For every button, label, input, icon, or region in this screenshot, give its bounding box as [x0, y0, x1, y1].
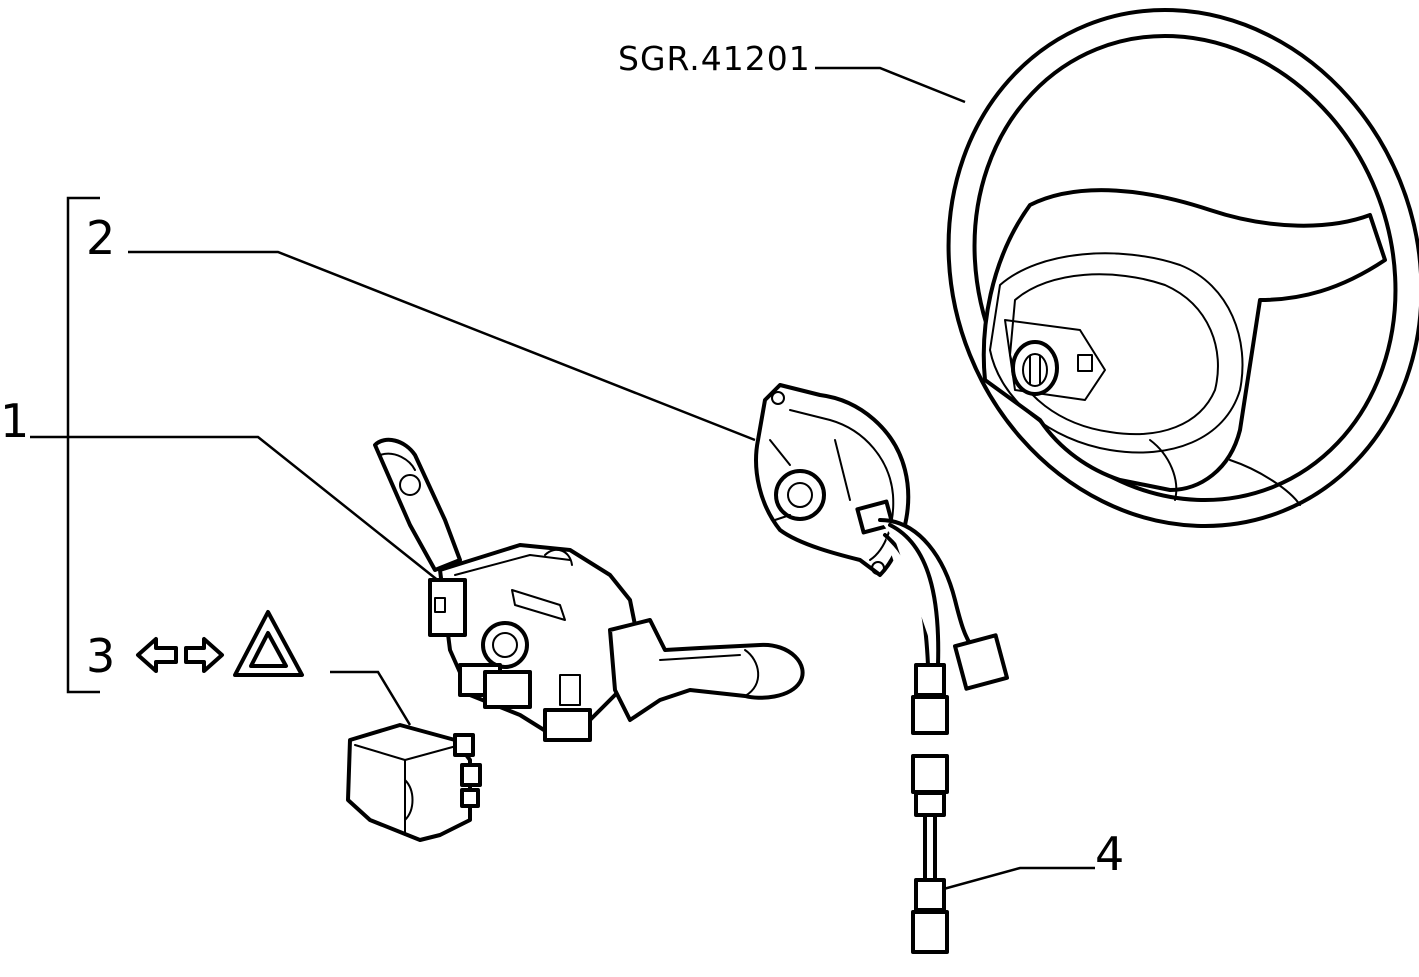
callout-4-label: 4 [1095, 827, 1124, 881]
group-bracket [66, 196, 100, 694]
reference-leader-line [815, 66, 966, 104]
cable-harness [911, 754, 949, 954]
callout-1-label: 1 [0, 394, 29, 448]
hazard-relay [346, 723, 482, 842]
callout-2-label: 2 [86, 211, 115, 265]
clock-spring-connector [754, 383, 1009, 735]
combination-switch [373, 437, 805, 742]
callout-3-leader [330, 670, 412, 726]
callout-4-leader [939, 866, 1095, 892]
hazard-triangle-icon [233, 610, 304, 677]
callout-1-leader [30, 435, 441, 583]
callout-3-label: 3 [86, 629, 115, 683]
arrow-right-icon [184, 637, 224, 673]
callout-2-leader [128, 250, 756, 442]
steering-wheel [946, 7, 1419, 529]
reference-code-label: SGR.41201 [618, 39, 811, 78]
arrow-left-icon [136, 637, 178, 673]
